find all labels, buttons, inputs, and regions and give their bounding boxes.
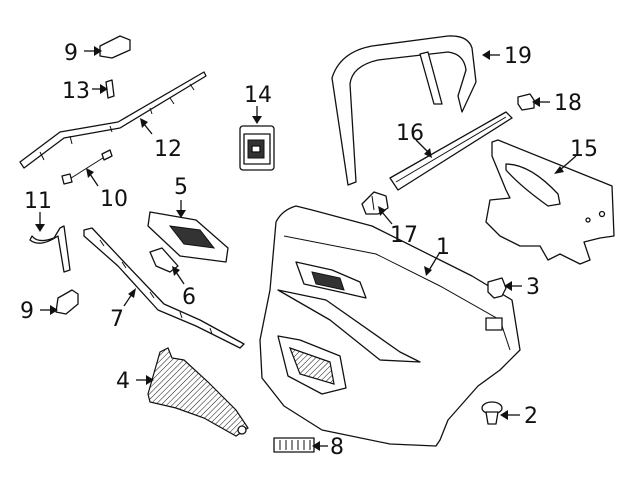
callout-9-top: 9: [64, 41, 102, 66]
callout-4-label: 4: [116, 369, 130, 394]
callout-4: 4: [116, 369, 154, 394]
callout-10-label: 10: [100, 187, 128, 212]
callout-7: 7: [110, 288, 136, 332]
callout-2-label: 2: [524, 404, 538, 429]
part-9-top-plug: [99, 35, 131, 59]
callout-1-label: 1: [436, 235, 450, 260]
callout-17: 17: [378, 206, 418, 248]
callout-6: 6: [172, 266, 196, 310]
callout-8-label: 8: [330, 435, 344, 460]
callout-12-label: 12: [154, 137, 182, 162]
part-13-pin: [105, 79, 115, 99]
callout-9-top-label: 9: [64, 41, 78, 66]
callout-18: 18: [532, 91, 582, 116]
callout-11-label: 11: [24, 189, 52, 214]
callout-1: 1: [424, 235, 450, 276]
part-19-window-frame: [331, 35, 477, 186]
callout-5-label: 5: [174, 175, 188, 200]
callout-19-label: 19: [504, 44, 532, 69]
callout-15-label: 15: [570, 137, 598, 162]
callout-9-lower-label: 9: [20, 299, 34, 324]
part-14-switch: [239, 125, 275, 171]
callout-10: 10: [86, 168, 128, 212]
part-9-lower-clip: [55, 289, 79, 315]
part-15-insulator: [485, 139, 615, 265]
part-18-clip: [517, 93, 535, 111]
part-1-door-panel: [259, 205, 521, 447]
callout-14: 14: [244, 83, 272, 124]
callout-13: 13: [62, 79, 108, 104]
callout-15: 15: [554, 137, 598, 174]
callout-11: 11: [24, 189, 52, 232]
callout-9-lower: 9: [20, 299, 58, 324]
callout-7-label: 7: [110, 307, 124, 332]
callout-3: 3: [504, 275, 540, 300]
callout-12: 12: [140, 118, 182, 162]
callout-16: 16: [396, 121, 432, 158]
part-16-belt-molding: [389, 111, 513, 191]
callout-16-label: 16: [396, 121, 424, 146]
callout-6-label: 6: [182, 285, 196, 310]
part-11-rod: [29, 225, 71, 273]
callout-14-label: 14: [244, 83, 272, 108]
callout-19: 19: [482, 44, 532, 69]
callout-17-label: 17: [390, 223, 418, 248]
callout-5: 5: [174, 175, 188, 218]
part-2-push-pin: [481, 401, 503, 425]
part-5-bezel: [147, 211, 229, 263]
part-3-clip: [487, 277, 507, 299]
callout-3-label: 3: [526, 275, 540, 300]
part-8-grille: [273, 437, 315, 453]
part-7-lower-trim: [83, 227, 245, 349]
part-10-cable: [61, 149, 113, 185]
part-12-upper-trim: [19, 71, 207, 169]
callout-2: 2: [500, 404, 538, 429]
callout-8: 8: [312, 435, 344, 460]
callout-13-label: 13: [62, 79, 90, 104]
part-4-storage-pocket: [147, 347, 249, 437]
callout-18-label: 18: [554, 91, 582, 116]
